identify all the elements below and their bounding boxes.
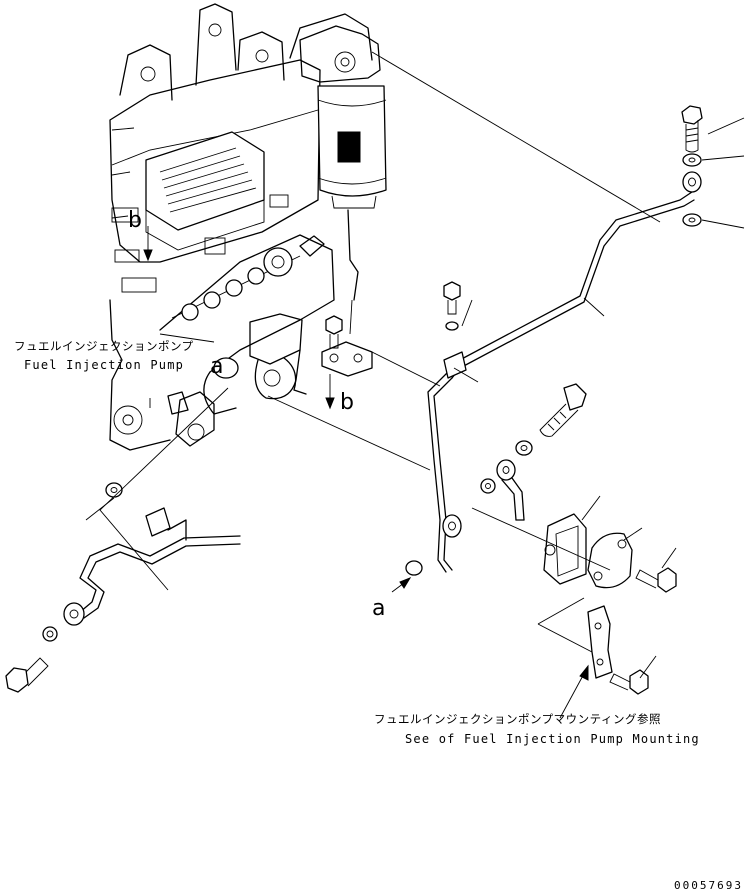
washer-icon [682, 213, 702, 227]
fuel-injection-pump-icon [159, 234, 335, 447]
bolt-icon [443, 281, 461, 315]
washer-icon [480, 478, 496, 494]
washer-icon [105, 482, 123, 498]
washer-icon [405, 560, 423, 576]
washer-icon [515, 440, 533, 456]
arrow-icon [391, 576, 412, 593]
eye-joint-icon [63, 602, 85, 626]
bolt-icon [5, 657, 49, 693]
ref-a-upper: a [210, 354, 224, 379]
bolt-icon [681, 105, 703, 153]
part-number: 00057693 [674, 879, 743, 892]
ref-b-lower: b [340, 390, 354, 415]
arrow-icon [143, 226, 153, 262]
leader-lines [85, 51, 745, 679]
fuel-tube-icon [427, 191, 695, 573]
washer-icon [682, 153, 702, 167]
mounting-label-en: See of Fuel Injection Pump Mounting [405, 732, 700, 746]
washer-icon [42, 626, 58, 642]
arrow-icon [325, 374, 335, 410]
bolt-icon [539, 383, 587, 437]
bolt-icon [609, 669, 649, 695]
cover-plate-icon [587, 532, 633, 589]
mounting-label-jp: フュエルインジェクションポンプマウンティング参照 [374, 712, 661, 726]
fuel-tube-icon [79, 507, 241, 619]
washer-icon [445, 321, 459, 331]
fuel-filter-icon [299, 25, 387, 301]
bolt-icon [325, 315, 343, 349]
arrow-icon [559, 664, 589, 719]
ref-b-upper: b [128, 208, 142, 233]
pump-label-en: Fuel Injection Pump [24, 358, 185, 372]
gasket-icon [543, 513, 587, 585]
eye-joint-icon [442, 514, 462, 538]
eye-joint-icon [682, 171, 702, 193]
eye-joint-icon [496, 459, 525, 521]
ref-a-lower: a [372, 596, 386, 621]
bracket-icon [587, 605, 613, 679]
bolt-icon [635, 567, 677, 593]
engine-block-icon [109, 3, 373, 451]
clamp-icon [321, 341, 373, 377]
clamp-icon [443, 351, 467, 379]
pump-label-jp: フュエルインジェクションポンプ [14, 339, 194, 353]
